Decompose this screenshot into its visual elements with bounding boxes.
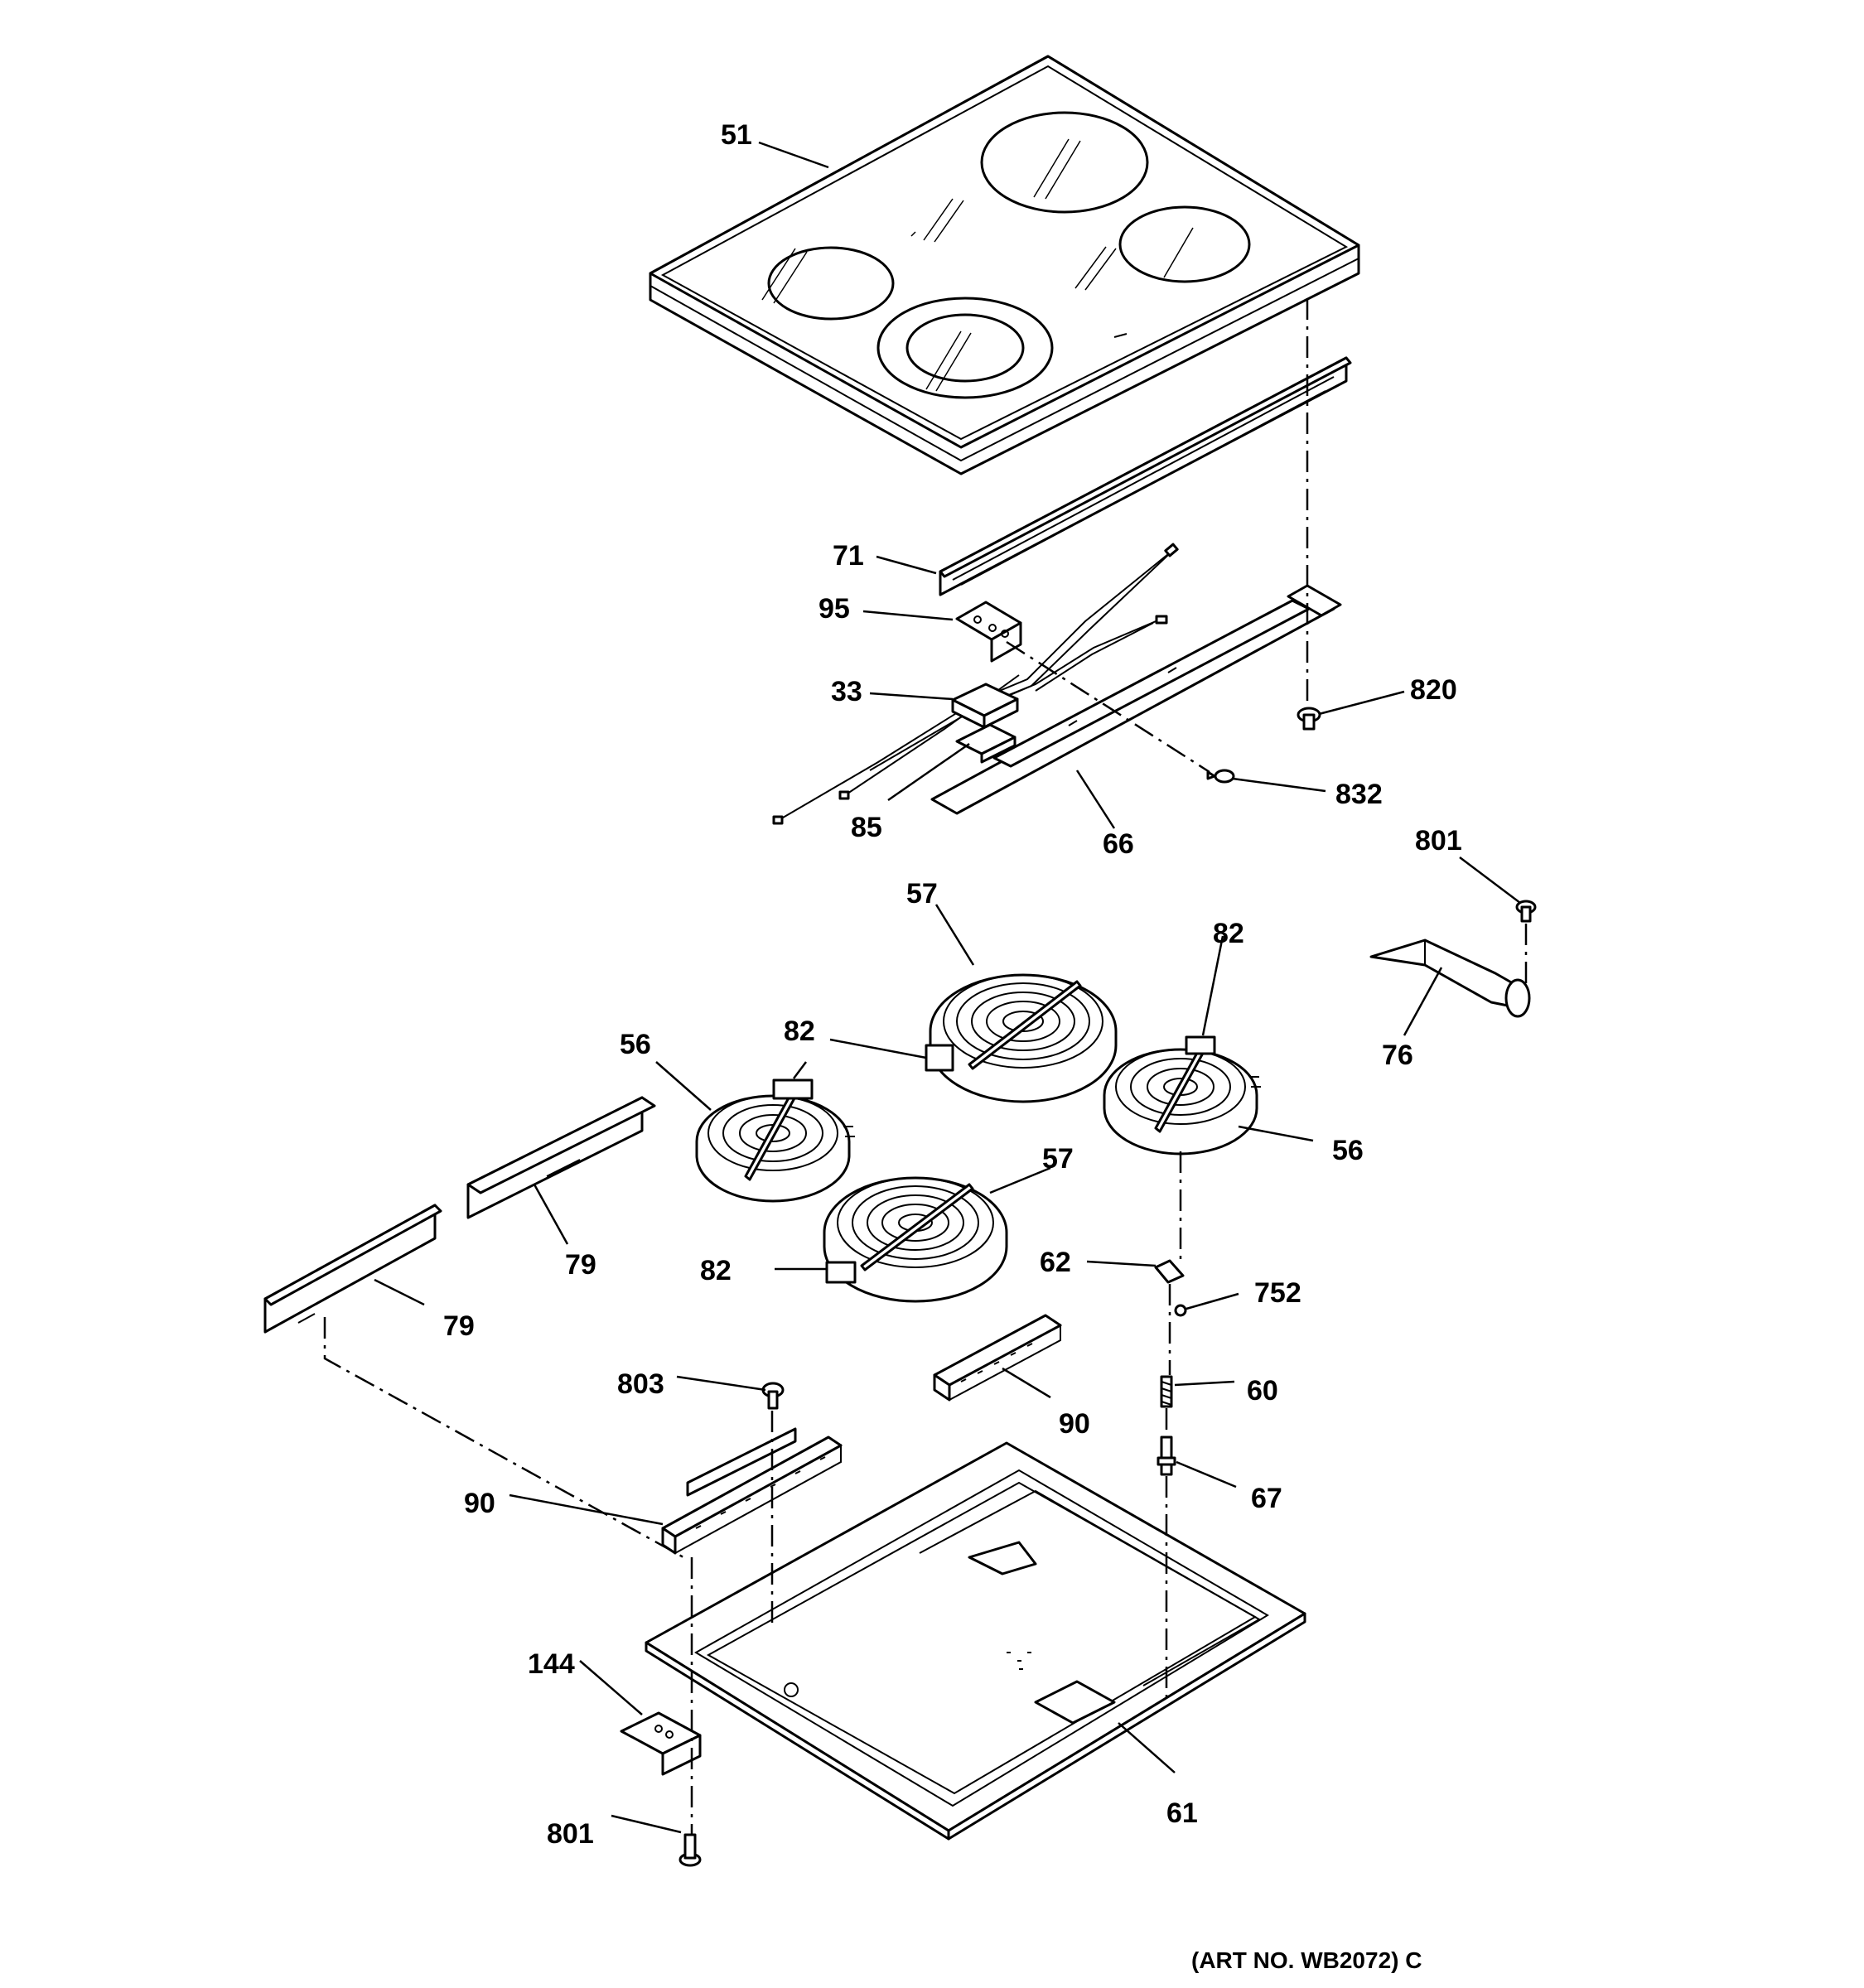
part-labels: 51 71 95 33 85 66 820 832 801 76 57 82 8…	[443, 119, 1462, 1973]
label-79-upper: 79	[565, 1249, 596, 1281]
part-752-nut	[1174, 1304, 1187, 1317]
label-76: 76	[1382, 1040, 1413, 1071]
label-90-left: 90	[464, 1488, 495, 1519]
part-79-strip-lower	[263, 1204, 442, 1334]
assembly-lines	[323, 298, 1528, 1835]
label-803: 803	[617, 1368, 664, 1400]
part-51-cooktop	[649, 55, 1360, 475]
part-801-screw-top	[1515, 900, 1537, 923]
label-62: 62	[1040, 1247, 1071, 1278]
label-57-front: 57	[1042, 1143, 1074, 1175]
label-801-top: 801	[1415, 825, 1462, 856]
label-85: 85	[851, 812, 882, 843]
part-832-screw	[1206, 769, 1235, 784]
label-66: 66	[1103, 828, 1134, 860]
part-90-bracket-right	[933, 1314, 1062, 1402]
part-85-clip	[955, 723, 1017, 764]
part-56-element-left	[695, 1078, 855, 1203]
label-67: 67	[1251, 1483, 1282, 1514]
label-61: 61	[1166, 1797, 1198, 1829]
label-752: 752	[1254, 1277, 1301, 1309]
part-57-element-front	[823, 1176, 1008, 1303]
part-801-screw-bottom	[678, 1833, 702, 1867]
part-95-bracket	[955, 601, 1022, 663]
label-71: 71	[833, 540, 864, 572]
part-76-shield	[1369, 939, 1531, 1018]
label-79-lower: 79	[443, 1310, 475, 1342]
label-801-bottom: 801	[547, 1818, 594, 1850]
label-144: 144	[528, 1648, 575, 1680]
label-60: 60	[1247, 1375, 1278, 1407]
leader-lines	[374, 141, 1521, 1834]
label-90-right: 90	[1059, 1408, 1090, 1440]
part-57-element-rear	[925, 973, 1118, 1103]
label-82-rear-right: 82	[1213, 918, 1244, 949]
label-82-rear-left: 82	[784, 1016, 815, 1047]
part-79-strip-upper	[466, 1096, 656, 1219]
part-62-clip	[1154, 1259, 1185, 1284]
part-67-stud	[1157, 1436, 1176, 1476]
label-820: 820	[1410, 674, 1457, 706]
label-832: 832	[1335, 779, 1383, 810]
label-82-front: 82	[700, 1255, 732, 1286]
part-66-strip	[930, 584, 1342, 815]
part-61-base-pan	[645, 1441, 1306, 1841]
part-90-bracket-left	[661, 1427, 843, 1555]
part-803-screw	[761, 1382, 785, 1410]
label-56-left: 56	[620, 1029, 651, 1060]
label-57-rear: 57	[906, 878, 938, 910]
part-60-spring	[1160, 1375, 1173, 1408]
part-71-rail	[939, 356, 1352, 596]
label-33: 33	[831, 676, 862, 707]
part-144-bracket	[620, 1711, 702, 1776]
part-33-harness	[772, 543, 1179, 825]
label-51: 51	[721, 119, 752, 151]
part-820-screw	[1297, 707, 1321, 731]
label-95: 95	[819, 593, 850, 625]
label-56-right: 56	[1332, 1135, 1364, 1166]
art-number: (ART NO. WB2072) C	[1191, 1947, 1422, 1973]
part-56-element-right	[1103, 1035, 1261, 1156]
